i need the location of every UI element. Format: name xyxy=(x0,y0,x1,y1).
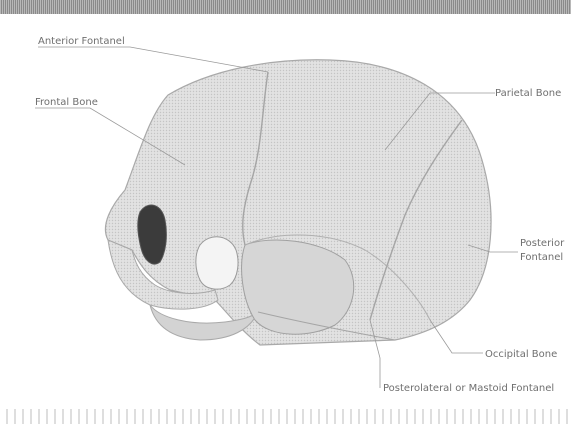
label-occipital-bone: Occipital Bone xyxy=(485,349,557,360)
label-posterolateral-fontanel: Posterolateral or Mastoid Fontanel xyxy=(383,383,554,394)
label-frontal-bone: Frontal Bone xyxy=(35,97,98,108)
bottom-border-band xyxy=(0,409,571,424)
label-parietal-bone: Parietal Bone xyxy=(495,88,561,99)
ear-opening-shape xyxy=(196,237,238,289)
label-posterior-fontanel-line1: Posterior xyxy=(520,238,565,249)
label-posterior-fontanel-line2: Fontanel xyxy=(520,252,563,263)
temporal-bone-shape xyxy=(242,240,354,334)
anterior-fontanel-leader xyxy=(38,47,268,72)
label-anterior-fontanel: Anterior Fontanel xyxy=(38,36,125,47)
